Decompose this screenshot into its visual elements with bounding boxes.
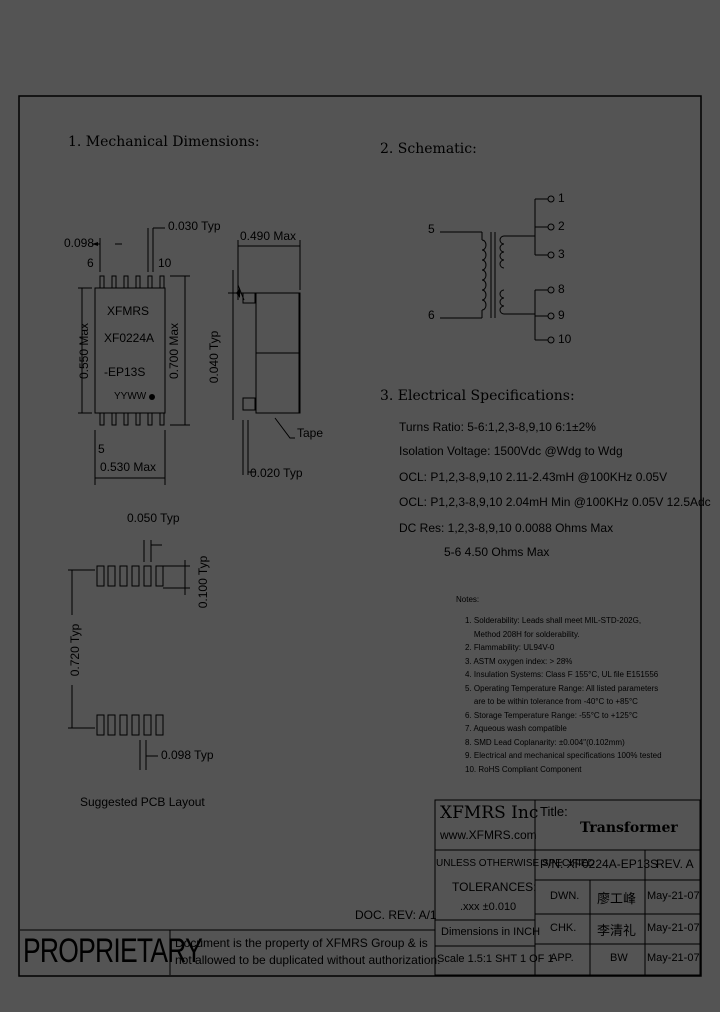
company-website: www.XFMRS.com	[440, 828, 537, 842]
disclaimer-line-2: not allowed to be duplicated without aut…	[175, 953, 441, 967]
dim-020-typ: 0.020 Typ	[250, 466, 303, 480]
revision: REV. A	[656, 857, 694, 871]
note-item: 10. RoHS Compliant Component	[465, 764, 582, 774]
pcb-pads-bottom	[96, 714, 164, 736]
schematic-pin-10: 10	[558, 332, 572, 346]
drawn-date: May-21-07	[647, 890, 700, 902]
pcb-layout-caption: Suggested PCB Layout	[80, 795, 205, 809]
spec-dc-res-2: 5-6 4.50 Ohms Max	[444, 545, 550, 559]
spec-ocl-1: OCL: P1,2,3-8,9,10 2.11-2.43mH @100KHz 0…	[399, 470, 668, 484]
dim-100-typ: 0.100 Typ	[196, 555, 210, 609]
note-item: 6. Storage Temperature Range: -55°C to +…	[465, 710, 638, 720]
approved-date: May-21-07	[647, 952, 700, 964]
company-name: XFMRS Inc	[440, 803, 539, 823]
approved-name: BW	[610, 952, 628, 964]
note-item: 7. Aqueous wash compatible	[465, 724, 567, 733]
dim-720-typ: 0.720 Typ	[68, 615, 82, 685]
dim-550-max: 0.550 Max	[77, 322, 91, 380]
dim-098-typ: 0.098 Typ	[161, 748, 214, 762]
section-electrical-heading: 3. Electrical Specifications:	[380, 388, 575, 404]
note-item: 4. Insulation Systems: Class F 155°C, UL…	[465, 670, 659, 679]
notes-list: 1. Solderability: Leads shall meet MIL-S…	[465, 614, 662, 776]
pin-number-6: 6	[87, 256, 94, 270]
note-item: 2. Flammability: UL94V-0	[465, 643, 555, 652]
drawn-label: DWN.	[550, 890, 580, 902]
tolerance-heading: UNLESS OTHERWISE SPECIFIED	[436, 858, 595, 869]
sheet-border	[18, 95, 702, 977]
spec-isolation-voltage: Isolation Voltage: 1500Vdc @Wdg to Wdg	[399, 444, 623, 458]
title-value: Transformer	[580, 820, 678, 836]
section-schematic-heading: 2. Schematic:	[380, 141, 477, 157]
marking-line-1: XFMRS	[107, 304, 149, 318]
schematic-pin-8: 8	[558, 282, 565, 296]
schematic-pin-9: 9	[558, 308, 565, 322]
pin-number-10: 10	[158, 256, 172, 270]
title-block-grid	[20, 799, 701, 976]
top-pins	[99, 275, 165, 289]
schematic-pin-1: 1	[558, 191, 565, 205]
pin-number-5: 5	[98, 442, 105, 456]
spec-ocl-2: OCL: P1,2,3-8,9,10 2.04mH Min @100KHz 0.…	[399, 495, 711, 509]
disclaimer-line-1: Document is the property of XFMRS Group …	[175, 936, 428, 950]
dim-050-typ: 0.050 Typ	[127, 511, 180, 525]
proprietary-label: PROPRIETARY	[23, 932, 203, 970]
dim-530-max: 0.530 Max	[100, 460, 157, 474]
schematic-pin-6: 6	[428, 308, 435, 322]
note-item: 8. SMD Lead Coplanarity: ±0.004"(0.102mm…	[465, 737, 625, 747]
note-item: 1. Solderability: Leads shall meet MIL-S…	[465, 616, 642, 625]
schematic-pin-circles	[547, 195, 555, 344]
notes-title: Notes:	[456, 595, 480, 604]
part-number: P/N: XF0224A-EP13S	[540, 857, 659, 871]
note-item: 3. ASTM oxygen index: > 28%	[465, 656, 573, 666]
checked-date: May-21-07	[647, 922, 700, 934]
note-item: 9. Electrical and mechanical specificati…	[465, 751, 662, 760]
checked-name: 李清礼	[597, 923, 637, 938]
section-mechanical-heading: 1. Mechanical Dimensions:	[68, 134, 260, 150]
component-body-outline	[94, 287, 166, 414]
drawn-name: 廖工峰	[597, 891, 637, 906]
dim-098: 0.098	[64, 236, 95, 250]
bottom-pins	[99, 412, 165, 426]
dim-040-typ: 0.040 Typ	[207, 330, 221, 384]
title-label: Title:	[540, 804, 568, 819]
schematic-lines	[440, 198, 548, 341]
note-item: Method 208H for solderability.	[465, 629, 580, 639]
marking-line-3: -EP13S	[104, 365, 146, 379]
marking-line-4: YYWW	[114, 391, 147, 402]
approved-label: APP.	[550, 952, 574, 964]
document-revision: DOC. REV: A/1	[355, 908, 437, 922]
dimension-units: Dimensions in INCH	[441, 926, 541, 938]
tolerance-label: TOLERANCES:	[452, 880, 537, 894]
scale-sheet: Scale 1.5:1 SHT 1 OF 1	[437, 953, 554, 965]
dim-490-max: 0.490 Max	[240, 229, 297, 243]
dim-700-max: 0.700 Max	[167, 322, 181, 380]
pcb-pads-top	[96, 565, 164, 587]
side-lead-top	[242, 292, 256, 304]
schematic-pin-2: 2	[558, 219, 565, 233]
side-lead-bottom	[242, 397, 256, 411]
spec-turns-ratio: Turns Ratio: 5-6:1,2,3-8,9,10 6:1±2%	[399, 420, 596, 434]
tape-label: Tape	[297, 426, 324, 440]
spec-dc-res-1: DC Res: 1,2,3-8,9,10 0.0088 Ohms Max	[399, 521, 614, 535]
note-item: are to be within tolerance from -40°C to…	[465, 697, 638, 706]
checked-label: CHK.	[550, 922, 577, 934]
tolerance-value: .xxx ±0.010	[460, 901, 517, 913]
dim-030-typ: 0.030 Typ	[168, 219, 221, 233]
schematic-pin-5: 5	[428, 222, 435, 236]
note-item: 5. Operating Temperature Range: All list…	[465, 683, 659, 693]
schematic-pin-3: 3	[558, 247, 565, 261]
marking-line-2: XF0224A	[104, 331, 155, 345]
